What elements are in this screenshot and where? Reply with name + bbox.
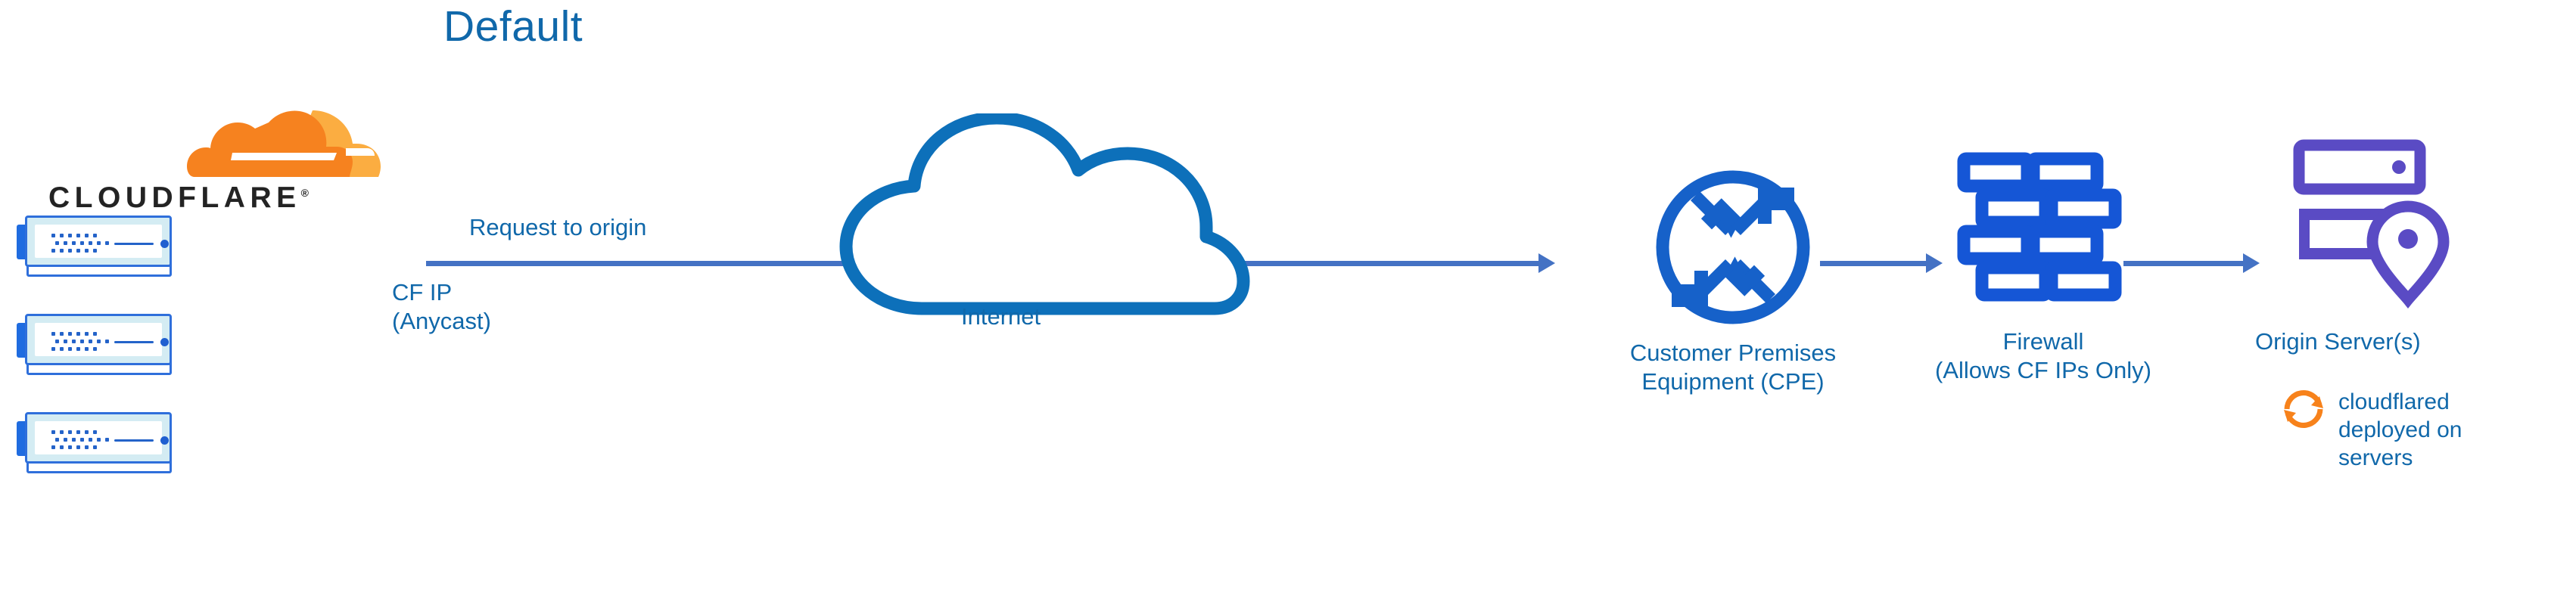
cloudflare-wordmark: CLOUDFLARE®: [48, 181, 309, 215]
router-icon: [1654, 168, 1812, 327]
request-to-origin-label: Request to origin: [469, 214, 647, 240]
cf-ip-anycast-label: CF IP (Anycast): [392, 279, 491, 334]
arrow-firewall-to-origin-head: [2243, 253, 2260, 273]
rack-status-led-icon: [160, 240, 169, 248]
rack-vent-dots-icon: [51, 234, 109, 253]
rack-indicator-line: [114, 439, 154, 442]
rack-body: [25, 216, 172, 267]
cloudflared-note-label: cloudflared deployed on servers: [2338, 389, 2462, 470]
rack-face: [35, 323, 169, 356]
rack-vent-dots-icon: [51, 332, 109, 352]
cloudflare-logo: CLOUDFLARE®: [30, 106, 381, 219]
server-rack-2: [17, 314, 172, 375]
server-stack-location-icon: [2293, 136, 2467, 310]
firewall-label: Firewall (Allows CF IPs Only): [1935, 328, 2151, 383]
brick-wall-icon: [1956, 151, 2123, 306]
server-rack-3: [17, 412, 172, 473]
rack-indicator-line: [114, 243, 154, 245]
origin-server-label: Origin Server(s): [2255, 328, 2421, 355]
rack-face: [35, 225, 169, 258]
arrow-edge-to-cpe-head: [1538, 253, 1555, 273]
rack-body: [25, 314, 172, 365]
arrow-cpe-to-firewall-shaft: [1820, 261, 1926, 266]
rack-status-led-icon: [160, 436, 169, 445]
registered-trademark-icon: ®: [300, 187, 309, 199]
rack-body: [25, 412, 172, 464]
rack-vent-dots-icon: [51, 430, 109, 450]
cloudflare-wordmark-text: CLOUDFLARE: [48, 181, 301, 214]
arrow-firewall-to-origin-shaft: [2123, 261, 2243, 266]
arrow-cpe-to-firewall-head: [1926, 253, 1943, 273]
server-rack-1: [17, 216, 172, 277]
sync-refresh-icon: [2280, 386, 2327, 433]
rack-face: [35, 421, 169, 454]
internet-cloud-icon: Internet: [836, 111, 1260, 330]
internet-label: Internet: [961, 303, 1041, 330]
rack-status-led-icon: [160, 338, 169, 346]
page-title: Default: [443, 2, 583, 51]
cloudflare-cloud-mark: [187, 110, 381, 177]
rack-indicator-line: [114, 341, 154, 343]
cpe-label: Customer Premises Equipment (CPE): [1629, 340, 1837, 395]
